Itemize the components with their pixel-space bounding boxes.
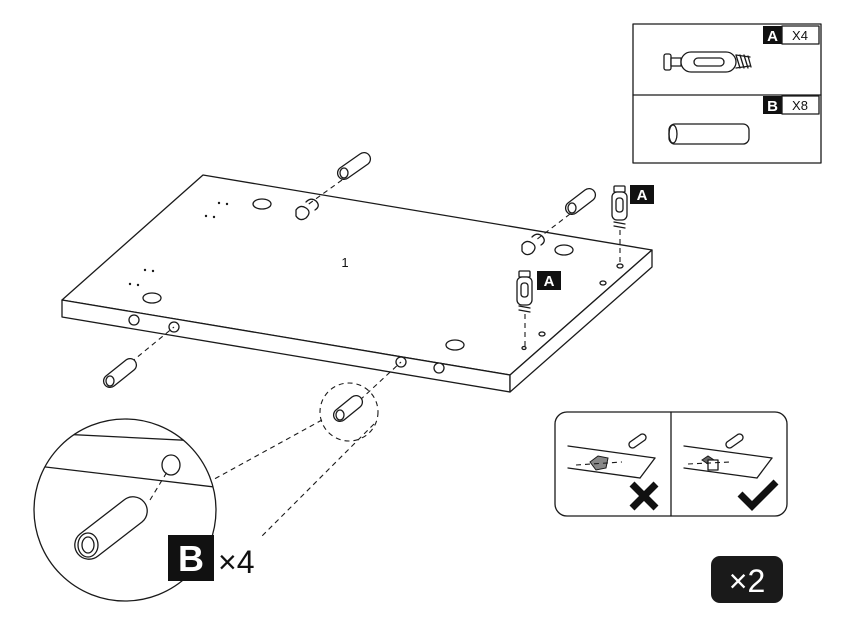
dowel-front-center bbox=[332, 361, 402, 423]
repeat-label: ×2 bbox=[729, 563, 765, 599]
part-a-letter: A bbox=[767, 28, 778, 45]
correct-orientation-sketch bbox=[683, 433, 773, 479]
part-b-letter: B bbox=[767, 98, 778, 115]
dowel-top-left bbox=[305, 151, 372, 207]
part-b-quantity: X8 bbox=[792, 98, 808, 113]
cam-bolt-center-badge bbox=[537, 271, 561, 290]
zoom-part-badge bbox=[168, 535, 214, 581]
zoom-part-quantity: ×4 bbox=[218, 544, 254, 580]
board-right-edge bbox=[509, 249, 653, 393]
cam-bolt-center-letter: A bbox=[544, 273, 555, 290]
cam-bolt-center bbox=[516, 270, 533, 348]
panel-board: 1 bbox=[61, 174, 653, 393]
cam-bolt-right bbox=[611, 185, 628, 266]
cam-lock-right bbox=[521, 233, 545, 256]
wrong-x-icon bbox=[629, 481, 659, 511]
dowel-front-left bbox=[102, 326, 175, 389]
part-a-badge bbox=[763, 26, 782, 44]
cam-bolt-right-letter: A bbox=[637, 187, 648, 204]
cam-bolt-icon bbox=[663, 51, 752, 73]
part-a-qty-box bbox=[781, 25, 820, 45]
repeat-badge bbox=[711, 556, 783, 603]
parts-legend: A X4 B X8 bbox=[632, 23, 822, 164]
parts-legend-frame bbox=[632, 23, 822, 164]
orientation-check-panel bbox=[554, 411, 788, 517]
wooden-dowel-icon bbox=[668, 123, 750, 145]
cam-lock-left bbox=[295, 198, 319, 221]
zoom-part-letter: B bbox=[178, 538, 204, 579]
part-a-quantity: X4 bbox=[792, 28, 808, 43]
zoom-dowel bbox=[74, 496, 148, 560]
zoom-source-circle bbox=[319, 382, 379, 442]
board-holes bbox=[128, 198, 624, 351]
cam-bolt-right-badge bbox=[630, 185, 654, 204]
zoom-callout: B ×4 bbox=[33, 382, 379, 602]
correct-check-icon bbox=[737, 479, 779, 511]
dowel-top-right bbox=[535, 187, 597, 241]
board-number: 1 bbox=[341, 255, 348, 270]
part-b-badge bbox=[763, 96, 782, 114]
wrong-orientation-sketch bbox=[567, 433, 656, 479]
part-b-qty-box bbox=[781, 95, 820, 115]
